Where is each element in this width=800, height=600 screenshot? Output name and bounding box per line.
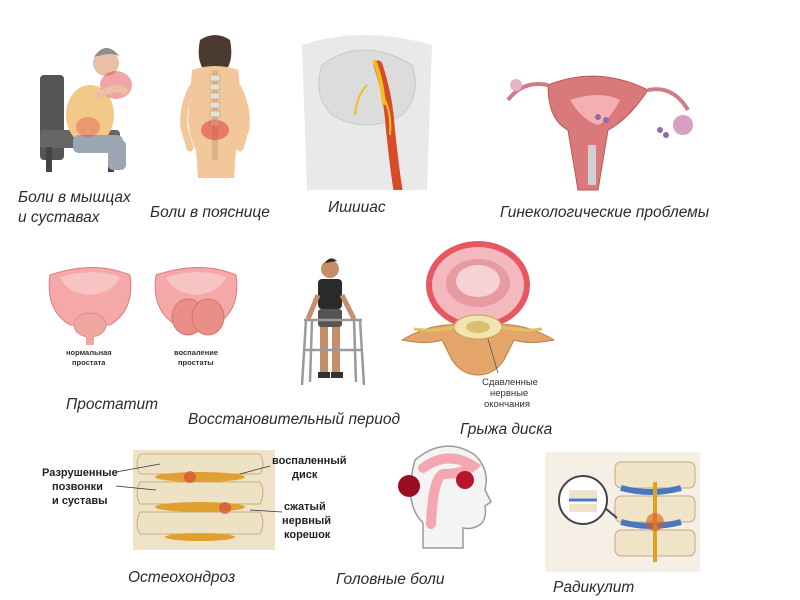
svg-text:корешок: корешок bbox=[284, 529, 331, 541]
prostatitis-illustration: нормальная простата воспаление простаты bbox=[38, 255, 248, 375]
radiculitis-illustration bbox=[545, 452, 700, 572]
caption-osteochondrosis: Остеохондроз bbox=[128, 569, 236, 586]
osteochondrosis-illustration: Разрушенные позвонки и суставы воспаленн… bbox=[40, 450, 370, 560]
svg-text:диск: диск bbox=[292, 469, 318, 481]
svg-text:простаты: простаты bbox=[178, 358, 214, 367]
svg-text:окончания: окончания bbox=[484, 399, 530, 410]
disc-hernia-illustration: Сдавленные нервные окончания bbox=[398, 235, 558, 415]
svg-text:сжатый: сжатый bbox=[284, 501, 326, 513]
muscle-joint-pain-illustration bbox=[28, 35, 148, 175]
headaches-illustration bbox=[395, 440, 495, 552]
caption-gynecological-problems: Гинекологические проблемы bbox=[500, 204, 710, 221]
svg-text:Сдавленные: Сдавленные bbox=[482, 377, 538, 388]
svg-text:нервные: нервные bbox=[490, 388, 528, 399]
svg-text:воспаление: воспаление bbox=[174, 348, 218, 357]
sciatica-illustration bbox=[292, 25, 442, 190]
svg-text:позвонки: позвонки bbox=[52, 481, 103, 493]
caption-sciatica: Ишииас bbox=[328, 199, 386, 216]
caption-headaches: Головные боли bbox=[336, 571, 445, 588]
caption-lower-back-pain: Боли в пояснице bbox=[150, 204, 270, 221]
caption-muscle-joint-pain: Боли в мышцах и суставах bbox=[18, 189, 131, 226]
gynecological-problems-illustration bbox=[488, 45, 708, 195]
svg-text:нормальная: нормальная bbox=[66, 348, 112, 357]
svg-text:Разрушенные: Разрушенные bbox=[42, 467, 118, 479]
caption-prostatitis: Простатит bbox=[66, 396, 159, 413]
caption-recovery-period: Восстановительный период bbox=[188, 411, 401, 428]
caption-radiculitis: Радикулит bbox=[553, 579, 635, 596]
svg-text:и суставы: и суставы bbox=[52, 495, 108, 507]
svg-text:нервный: нервный bbox=[282, 515, 331, 527]
caption-disc-hernia: Грыжа диска bbox=[460, 421, 553, 438]
recovery-period-illustration bbox=[298, 255, 378, 395]
svg-text:воспаленный: воспаленный bbox=[272, 455, 346, 467]
svg-text:простата: простата bbox=[72, 358, 106, 367]
lower-back-pain-illustration bbox=[170, 30, 260, 180]
